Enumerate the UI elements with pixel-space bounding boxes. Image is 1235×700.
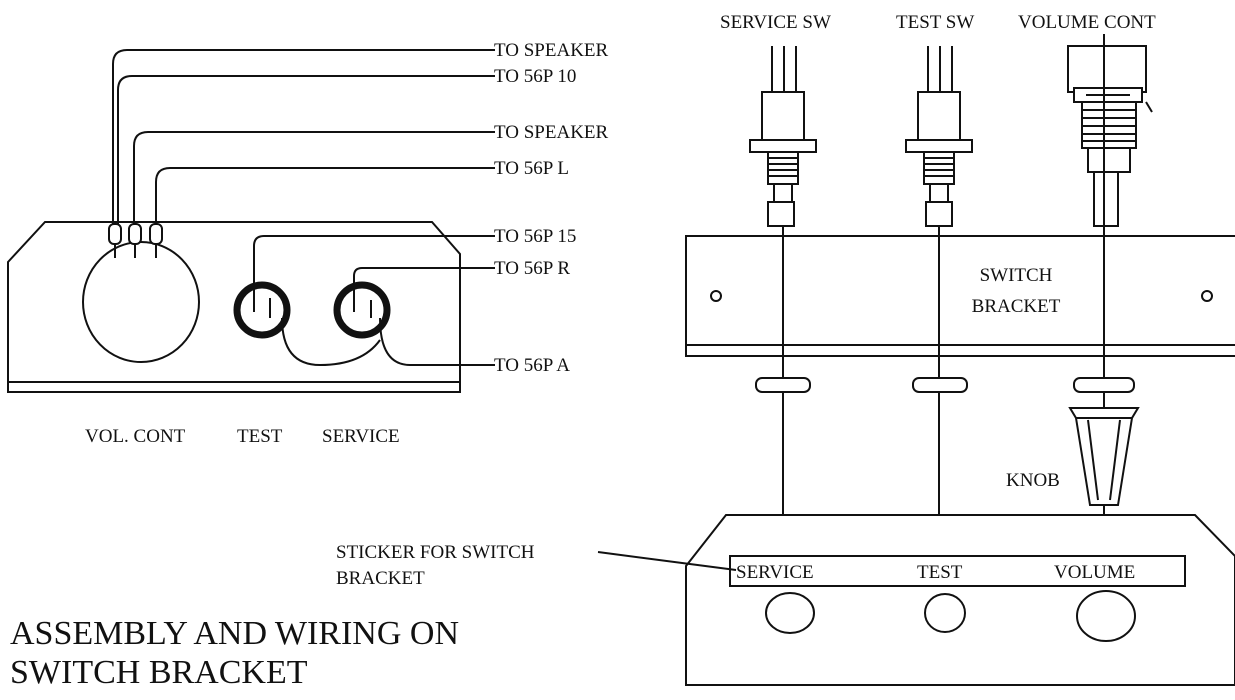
volume-cont-thread <box>1081 101 1137 149</box>
wire-to-speaker-2 <box>133 131 495 224</box>
sticker-callout: STICKER FOR SWITCH BRACKET <box>336 542 737 589</box>
bracket-label-line1: SWITCH <box>980 265 1053 286</box>
volume-cont-tab <box>1145 101 1153 113</box>
test-sw-neck <box>929 183 949 203</box>
pot-wires <box>112 49 495 224</box>
label-vol-cont: VOL. CONT <box>85 426 186 447</box>
service-sw-flange <box>749 139 817 153</box>
service-switch-ring <box>333 281 391 339</box>
sticker-label-service: SERVICE <box>736 562 814 583</box>
front-hole-test <box>924 593 966 633</box>
knob: KNOB <box>1006 407 1140 506</box>
panel-labels: VOL. CONT TEST SERVICE <box>85 426 400 447</box>
sticker-leader-line <box>597 551 737 571</box>
sticker-callout-line2: BRACKET <box>336 568 425 589</box>
wire-to-56p-r <box>353 267 495 312</box>
label-service: SERVICE <box>322 426 400 447</box>
bracket-hole-left <box>710 290 722 302</box>
test-switch-ring <box>233 281 291 339</box>
wire-to-56p-l <box>155 167 495 224</box>
label-to-56p-l: TO 56P L <box>494 158 569 179</box>
test-sw-thread <box>923 151 955 185</box>
nut-service <box>755 377 811 393</box>
pot-terminal-1 <box>108 223 122 245</box>
bracket-label-line2: BRACKET <box>972 296 1061 317</box>
wire-to-56p-15 <box>253 235 495 312</box>
service-sw-thread-body <box>767 151 799 185</box>
sticker-label-volume: VOLUME <box>1054 562 1135 583</box>
bracket-plate <box>685 235 1235 357</box>
label-to-56p-15: TO 56P 15 <box>494 226 576 247</box>
test-sw-actuator <box>925 201 953 227</box>
front-hole-volume <box>1076 590 1136 642</box>
label-service-sw: SERVICE SW <box>720 12 831 33</box>
label-test-sw: TEST SW <box>896 12 974 33</box>
service-sw-actuator <box>767 201 795 227</box>
wire-to-56p-a <box>379 317 495 366</box>
knob-slot <box>1087 419 1121 501</box>
label-knob: KNOB <box>1006 470 1060 491</box>
test-switch <box>905 46 973 227</box>
pot-terminal-2 <box>128 223 142 245</box>
label-to-56p-a: TO 56P A <box>494 355 570 376</box>
front-panel-face <box>685 514 1235 686</box>
title-line1: ASSEMBLY AND WIRING ON <box>10 615 459 652</box>
sticker-label-test: TEST <box>917 562 963 583</box>
front-hole-service <box>765 592 815 634</box>
label-to-56p-10: TO 56P 10 <box>494 66 576 87</box>
wire-jumper-test-service <box>281 317 381 367</box>
label-test: TEST <box>237 426 283 447</box>
label-to-speaker-2: TO SPEAKER <box>494 122 609 143</box>
title-line2: SWITCH BRACKET <box>10 654 308 691</box>
label-to-speaker-1: TO SPEAKER <box>494 40 609 61</box>
nut-test <box>912 377 968 393</box>
wiring-labels: TO SPEAKER TO 56P 10 TO SPEAKER TO 56P L… <box>494 40 609 376</box>
label-volume-cont: VOLUME CONT <box>1018 12 1156 33</box>
test-sw-thread-body <box>923 151 955 185</box>
component-labels: SERVICE SW TEST SW VOLUME CONT <box>720 12 1156 33</box>
bracket-hole-right <box>1201 290 1213 302</box>
nut-volume <box>1073 377 1135 393</box>
wire-to-56p-10 <box>117 75 495 224</box>
volume-cont-case <box>1067 45 1147 93</box>
volume-cont-shaft <box>1093 171 1119 227</box>
wire-to-speaker-1 <box>112 49 495 224</box>
front-panel: SERVICE TEST VOLUME <box>685 514 1235 686</box>
service-sw-neck <box>773 183 793 203</box>
volume-control <box>1067 45 1153 227</box>
panel-switches <box>233 235 495 367</box>
volume-cont-collar <box>1087 147 1131 173</box>
hex-nuts <box>755 377 1135 393</box>
sticker-strip <box>729 555 1186 587</box>
sticker-callout-line1: STICKER FOR SWITCH <box>336 542 535 563</box>
label-to-56p-r: TO 56P R <box>494 258 570 279</box>
knob-body <box>1068 407 1140 506</box>
pot-body <box>82 241 200 363</box>
switch-bracket: SWITCH BRACKET <box>685 235 1235 357</box>
service-switch <box>749 46 817 227</box>
diagram-title: ASSEMBLY AND WIRING ON SWITCH BRACKET <box>10 615 459 691</box>
volume-potentiometer <box>82 223 200 363</box>
panel-face <box>7 221 461 393</box>
service-sw-thread <box>767 151 799 185</box>
wiring-panel <box>7 221 461 393</box>
test-sw-flange <box>905 139 973 153</box>
pot-terminal-3 <box>149 223 163 245</box>
